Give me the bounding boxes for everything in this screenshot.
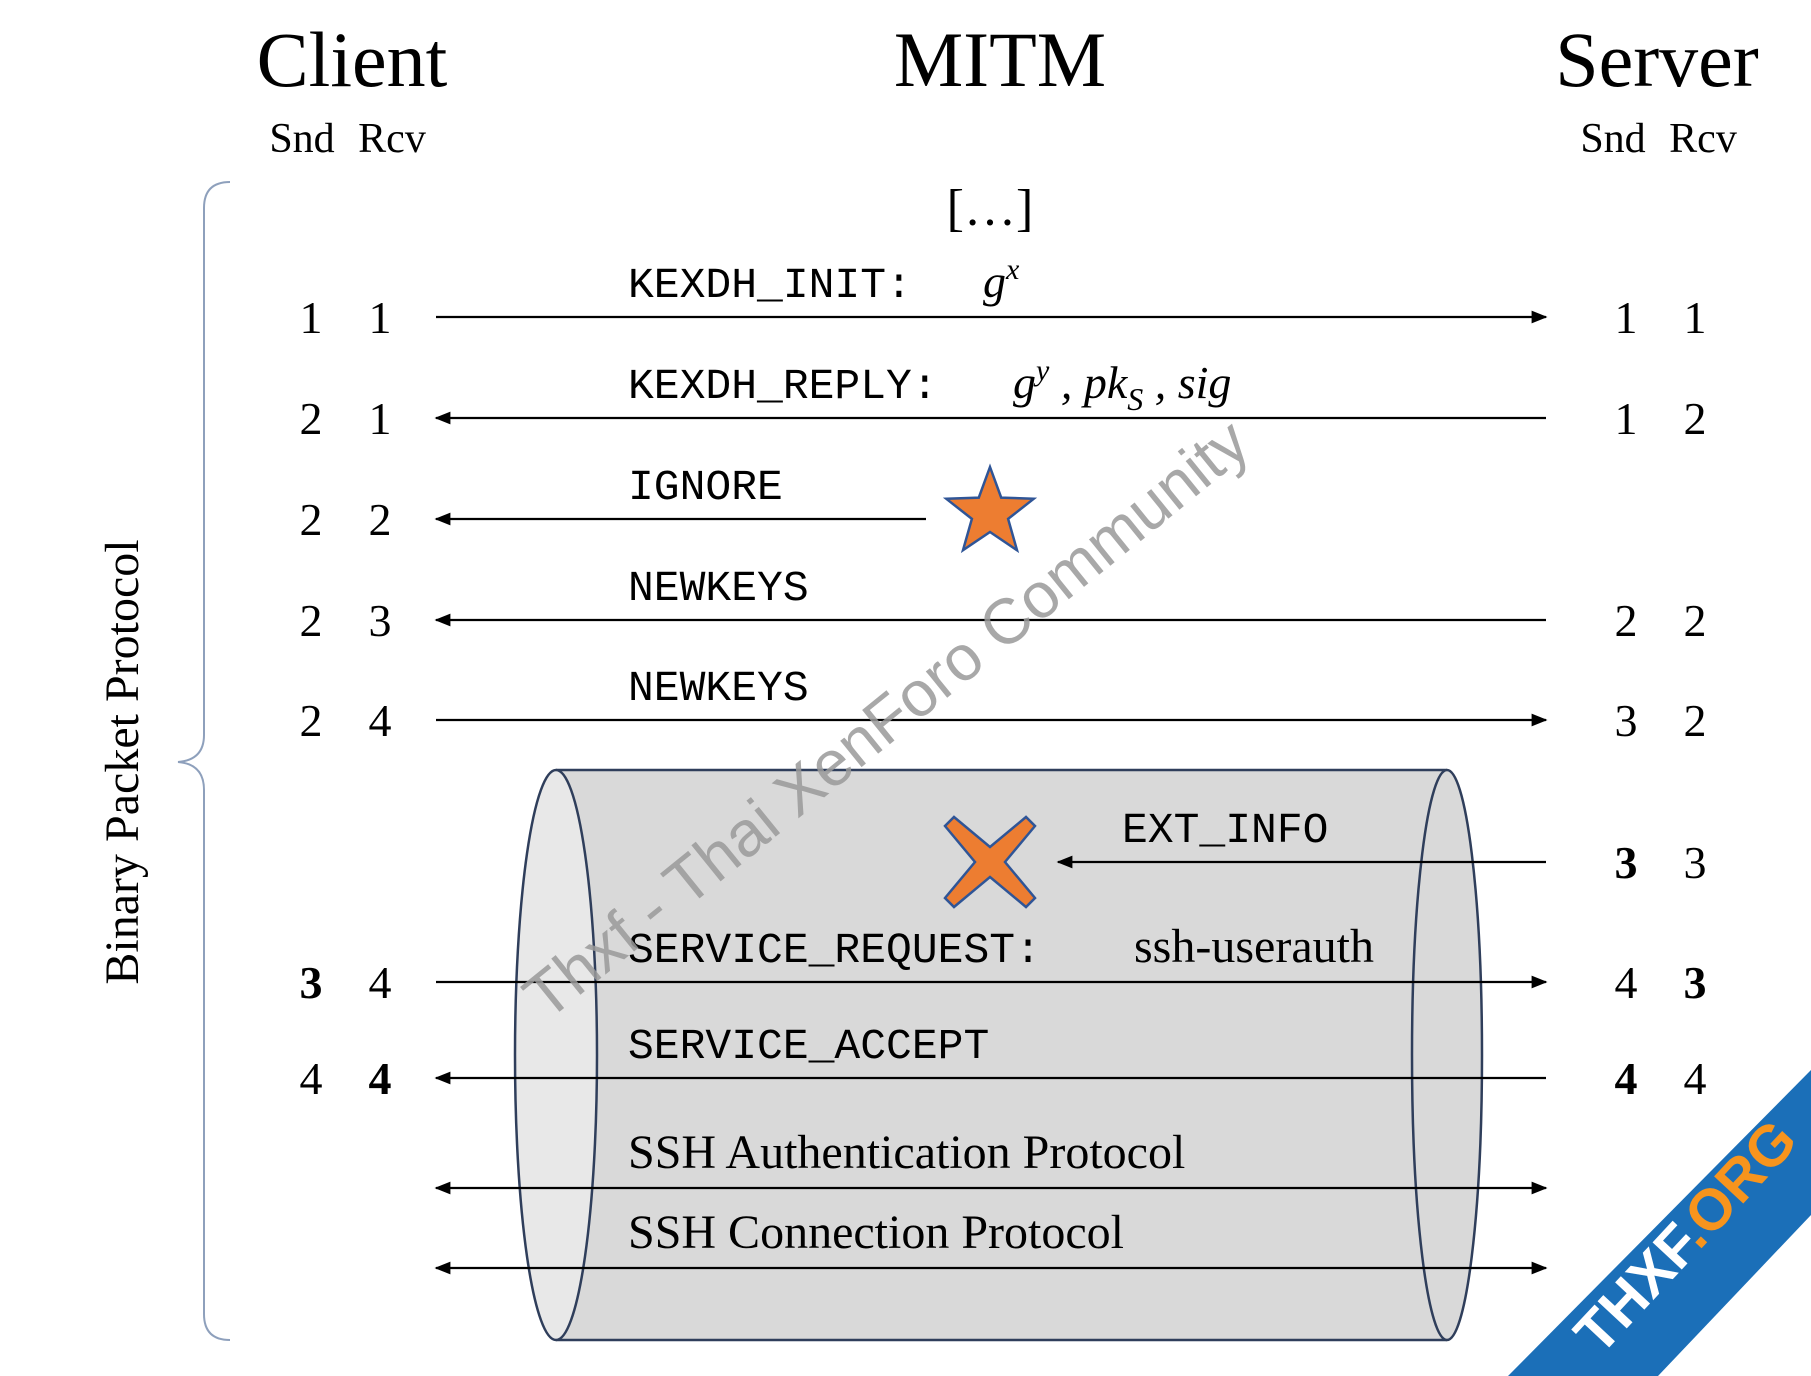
label-kexdh-init: KEXDH_INIT: — [628, 261, 912, 310]
client-snd-newkeys-2: 2 — [300, 695, 323, 746]
client-snd-newkeys-1: 2 — [300, 595, 323, 646]
label-ssh-conn: SSH Connection Protocol — [628, 1206, 1124, 1259]
client-snd-service-accept: 4 — [300, 1053, 323, 1104]
client-rcv-kexdh-init: 1 — [369, 292, 392, 343]
server-snd-ext-info: 3 — [1615, 837, 1638, 888]
client-rcv-service-request: 4 — [369, 957, 392, 1008]
client-rcv-service-accept: 4 — [369, 1053, 392, 1104]
label-newkeys-2: NEWKEYS — [628, 664, 809, 713]
client-rcv-newkeys-1: 3 — [369, 595, 392, 646]
client-snd-service-request: 3 — [300, 957, 323, 1008]
server-snd-label: Snd — [1580, 116, 1645, 162]
ribbon-band — [1508, 1070, 1811, 1376]
server-snd-kexdh-reply: 1 — [1615, 393, 1638, 444]
mitm-header: MITM — [894, 16, 1106, 103]
server-snd-service-request: 4 — [1615, 957, 1638, 1008]
server-rcv-label: Rcv — [1669, 116, 1737, 162]
math-kexdh-reply: gy , pkS , sig — [1013, 354, 1231, 417]
server-header: Server — [1555, 16, 1759, 103]
client-snd-kexdh-init: 1 — [300, 292, 323, 343]
client-header: Client — [257, 16, 448, 103]
server-rcv-kexdh-init: 1 — [1684, 292, 1707, 343]
server-snd-kexdh-init: 1 — [1615, 292, 1638, 343]
client-rcv-kexdh-reply: 1 — [369, 393, 392, 444]
label-service-request: SERVICE_REQUEST: — [628, 926, 1041, 975]
client-snd-label: Snd — [269, 116, 334, 162]
cross-icon — [943, 815, 1037, 909]
client-snd-ignore: 2 — [300, 494, 323, 545]
brace-binary-packet-protocol — [177, 181, 231, 1341]
label-ssh-auth: SSH Authentication Protocol — [628, 1126, 1185, 1179]
client-rcv-label: Rcv — [358, 116, 426, 162]
ellipsis: […] — [947, 180, 1034, 237]
label-ext-info: EXT_INFO — [1122, 806, 1328, 855]
brace-label: Binary Packet Protocol — [96, 539, 149, 984]
server-rcv-kexdh-reply: 2 — [1684, 393, 1707, 444]
server-snd-service-accept: 4 — [1615, 1053, 1638, 1104]
label-service-request-target: ssh-userauth — [1134, 920, 1374, 973]
server-rcv-ext-info: 3 — [1684, 837, 1707, 888]
label-newkeys-1: NEWKEYS — [628, 564, 809, 613]
server-rcv-newkeys-1: 2 — [1684, 595, 1707, 646]
server-rcv-service-request: 3 — [1684, 957, 1707, 1008]
client-rcv-newkeys-2: 4 — [369, 695, 392, 746]
tunnel-right-end — [1410, 768, 1484, 1342]
label-service-accept: SERVICE_ACCEPT — [628, 1022, 989, 1071]
corner-ribbon: THXF.ORG — [1508, 1070, 1811, 1376]
tunnel-left-end — [513, 768, 599, 1342]
label-ignore: IGNORE — [628, 463, 783, 512]
label-kexdh-reply: KEXDH_REPLY: — [628, 362, 938, 411]
math-kexdh-init: gx — [983, 253, 1020, 307]
server-snd-newkeys-2: 3 — [1615, 695, 1638, 746]
server-snd-newkeys-1: 2 — [1615, 595, 1638, 646]
server-rcv-newkeys-2: 2 — [1684, 695, 1707, 746]
star-icon — [942, 463, 1038, 554]
client-rcv-ignore: 2 — [369, 494, 392, 545]
client-snd-kexdh-reply: 2 — [300, 393, 323, 444]
server-rcv-service-accept: 4 — [1684, 1053, 1707, 1104]
